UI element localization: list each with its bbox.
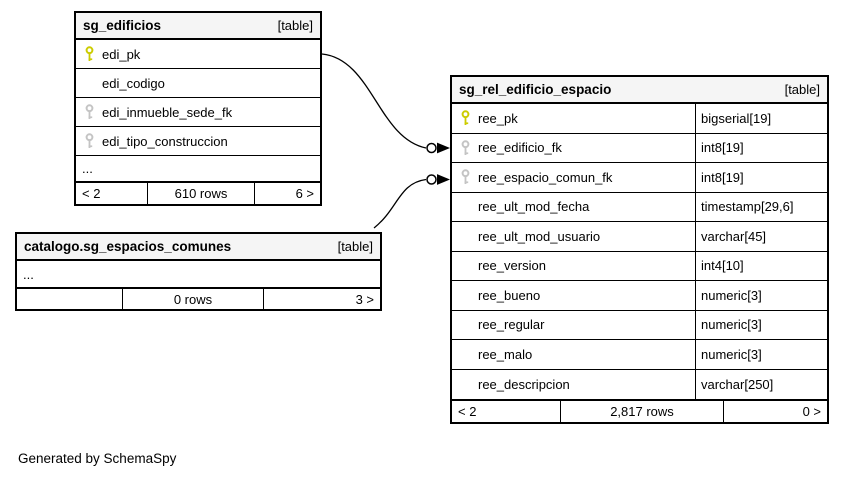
column-name: edi_codigo [102,75,165,91]
column-type: int8[19] [695,163,827,192]
column-type: int4[10] [695,251,827,280]
table-row: ree_version int4[10] [452,251,827,281]
column-name: ree_bueno [478,287,541,303]
table-title: sg_rel_edificio_espacio [459,82,612,97]
ellipsis-label: ... [23,266,34,282]
column-name: ree_edificio_fk [478,140,562,156]
column-name: edi_pk [102,46,141,62]
table-header-sg-edificios[interactable]: sg_edificios [table] [76,13,320,40]
table-row: edi_codigo [76,69,320,98]
column-name: edi_tipo_construccion [102,133,228,149]
generated-by-note: Generated by SchemaSpy [18,451,177,466]
column-type: bigserial[19] [695,104,827,133]
column-type: numeric[3] [695,281,827,310]
table-footer: < 2 2,817 rows 0 > [452,399,827,422]
foreign-key-icon [76,133,102,149]
table-row: ree_malo numeric[3] [452,340,827,370]
foreign-key-icon [452,169,478,185]
table-row: ree_espacio_comun_fk int8[19] [452,163,827,193]
table-type-badge: [table] [277,18,313,33]
column-type: timestamp[29,6] [695,192,827,221]
table-type-badge: [table] [784,82,820,97]
row-count: 2,817 rows [560,401,724,422]
column-type: numeric[3] [695,310,827,339]
cardinality-circle [426,174,437,185]
table-type-badge: [table] [337,239,373,254]
arrowhead-icon [437,174,450,185]
table-title: sg_edificios [83,18,162,33]
arrowhead-icon [437,142,450,154]
related-prev-count [17,289,122,309]
table-row: edi_inmueble_sede_fk [76,98,320,127]
column-name: ree_descripcion [478,376,570,392]
table-sg-edificios: sg_edificios [table] edi_pk edi_codigo e… [74,11,322,206]
table-row: ree_edificio_fk int8[19] [452,133,827,163]
column-name: ree_regular [478,317,545,333]
table-row: ree_regular numeric[3] [452,310,827,340]
table-title: catalogo.sg_espacios_comunes [24,239,232,254]
column-name: ree_ult_mod_fecha [478,199,590,215]
column-type: numeric[3] [695,340,827,369]
related-next-count: 3 > [355,291,374,307]
column-name: ree_espacio_comun_fk [478,169,613,185]
column-name: edi_inmueble_sede_fk [102,104,233,120]
table-row: edi_tipo_construccion [76,127,320,156]
ellipsis-label: ... [82,161,93,176]
table-catalogo-sg-espacios-comunes: catalogo.sg_espacios_comunes [table] ...… [15,232,382,311]
table-row: ree_bueno numeric[3] [452,281,827,311]
column-type: int8[19] [695,133,827,162]
related-next-count: 6 > [295,186,314,201]
column-name: ree_ult_mod_usuario [478,228,601,244]
table-header-catalogo-sg-espacios-comunes[interactable]: catalogo.sg_espacios_comunes [table] [17,234,380,261]
table-row: ree_pk bigserial[19] [452,104,827,134]
table-sg-rel-edificio-espacio: sg_rel_edificio_espacio [table] ree_pk b… [450,75,829,424]
relationship-edge-edi-pk-to-ree-edificio-fk [321,53,427,149]
primary-key-icon [76,46,102,62]
related-next-count: 0 > [802,404,821,419]
table-header-sg-rel-edificio-espacio[interactable]: sg_rel_edificio_espacio [table] [452,77,827,104]
relationship-edge-espacios-comunes-to-ree-espacio-comun-fk [373,178,427,229]
column-name: ree_version [478,258,546,274]
column-name: ree_pk [478,110,518,126]
table-row: ree_descripcion varchar[250] [452,369,827,399]
column-type: varchar[250] [695,369,827,399]
table-footer: 0 rows 3 > [17,287,380,309]
foreign-key-icon [452,140,478,156]
related-prev-count: < 2 [458,404,477,419]
cardinality-circle [426,142,437,154]
primary-key-icon [452,110,478,126]
foreign-key-icon [76,104,102,120]
column-type: varchar[45] [695,222,827,251]
related-prev-count: < 2 [82,186,101,201]
row-count: 0 rows [122,289,264,309]
row-count: 610 rows [147,183,255,204]
table-row: ree_ult_mod_usuario varchar[45] [452,222,827,252]
hidden-columns-row: ... [76,156,320,181]
table-row: edi_pk [76,40,320,69]
hidden-columns-row: ... [17,261,380,287]
column-name: ree_malo [478,346,533,362]
table-footer: < 2 610 rows 6 > [76,181,320,204]
table-row: ree_ult_mod_fecha timestamp[29,6] [452,192,827,222]
